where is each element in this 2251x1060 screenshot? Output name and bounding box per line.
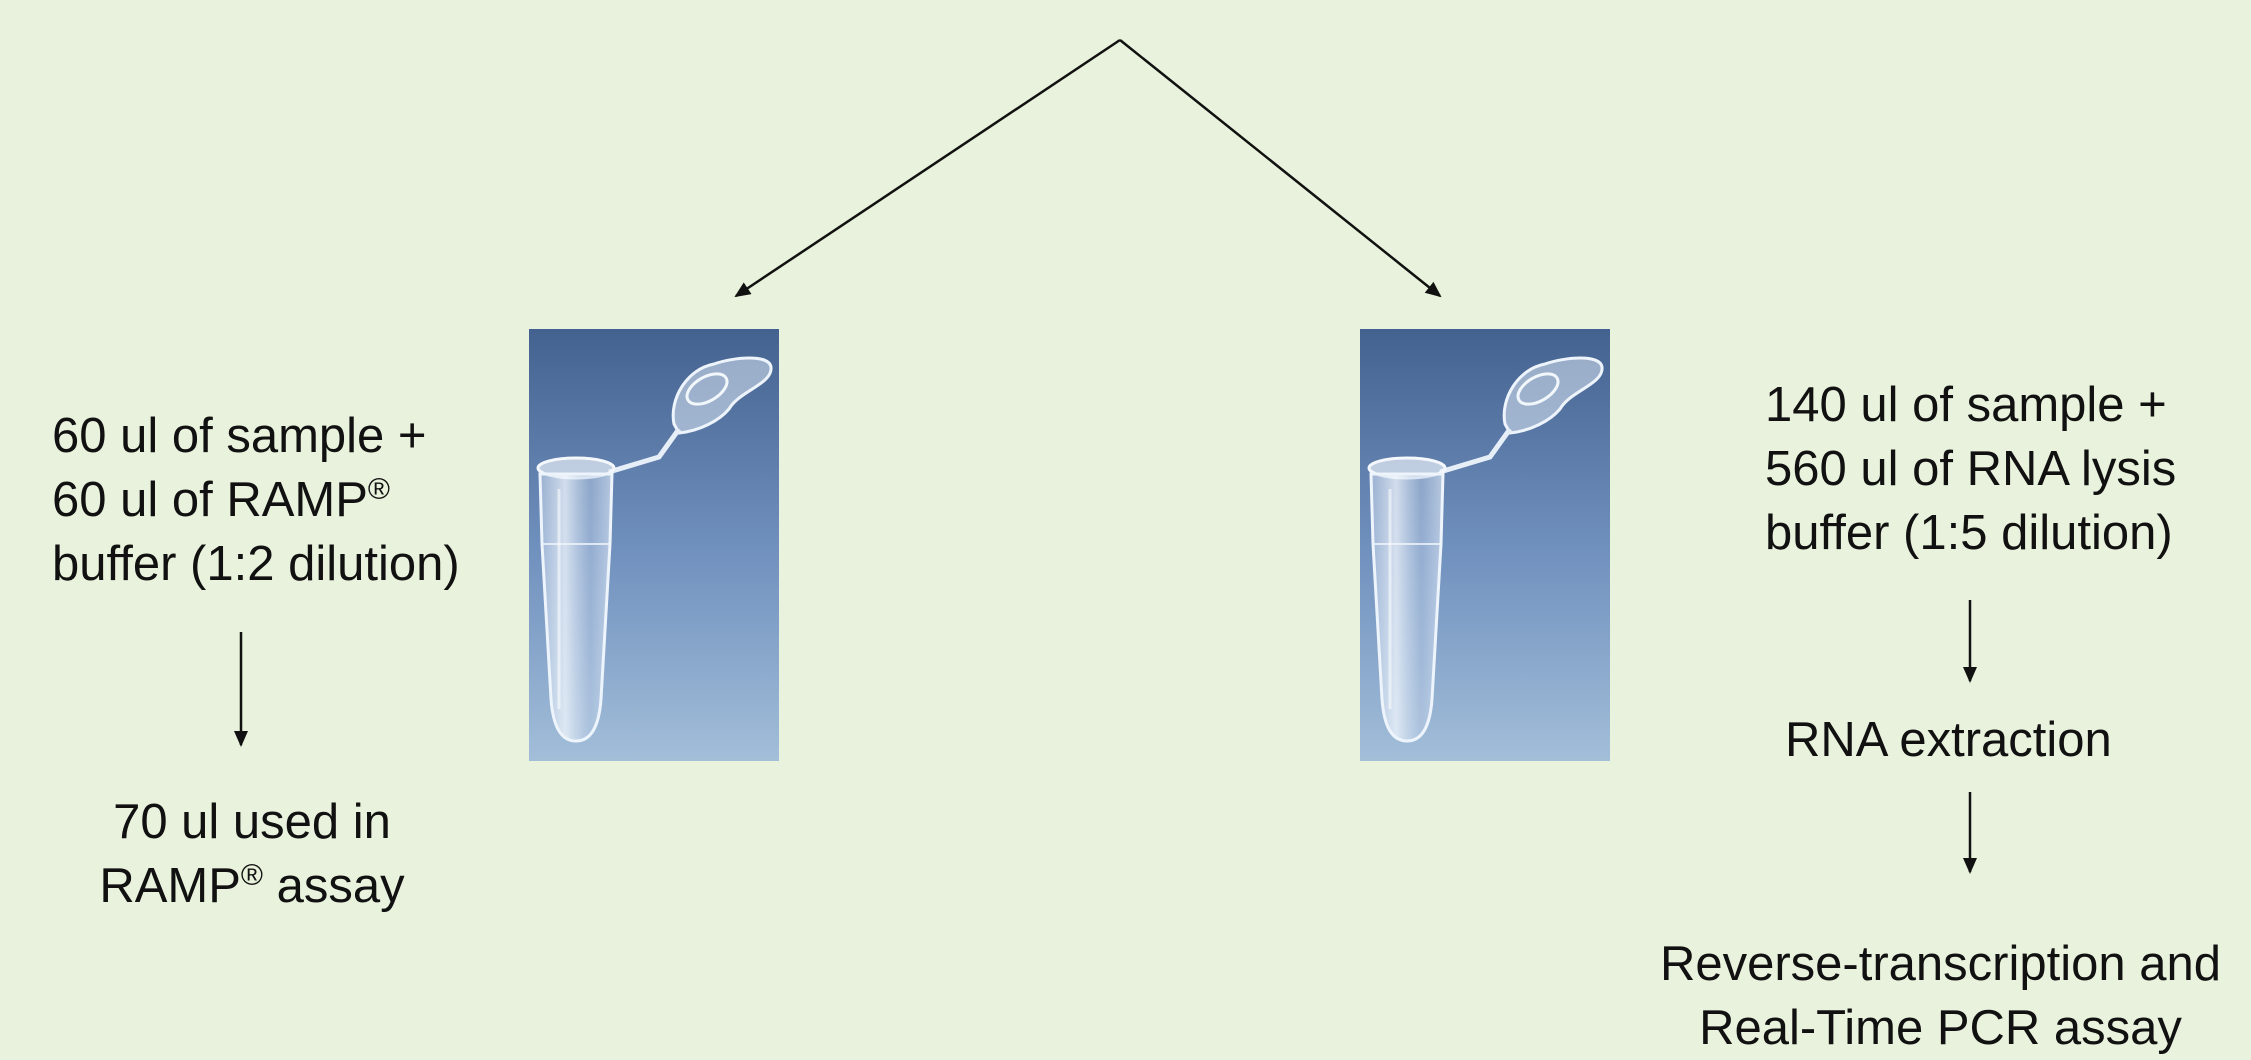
left-result-line2-prefix: RAMP [99, 859, 241, 913]
left-result-text: 70 ul used in RAMP® assay [52, 790, 452, 918]
left-sample-prep-line2: 60 ul of RAMP® [52, 468, 460, 532]
microcentrifuge-tube-photo-left [529, 329, 779, 761]
branch-arrow-left [736, 40, 1120, 296]
left-result-line2-suffix: assay [263, 859, 405, 913]
right-step2-label: RNA extraction [1785, 708, 2112, 772]
left-sample-prep-line2-text: 60 ul of RAMP [52, 473, 368, 527]
right-sample-prep-line3: buffer (1:5 dilution) [1765, 501, 2176, 565]
registered-mark: ® [368, 473, 390, 506]
right-step2-text: RNA extraction [1785, 708, 2112, 772]
right-sample-prep-text: 140 ul of sample + 560 ul of RNA lysis b… [1765, 373, 2176, 565]
right-sample-prep-line2: 560 ul of RNA lysis [1765, 437, 2176, 501]
right-step3-line2: Real-Time PCR assay [1630, 996, 2251, 1060]
left-sample-prep-line1: 60 ul of sample + [52, 404, 460, 468]
right-step3-line1: Reverse-transcription and [1630, 932, 2251, 996]
registered-mark: ® [241, 859, 263, 892]
left-result-line2: RAMP® assay [52, 854, 452, 918]
left-result-line1: 70 ul used in [52, 790, 452, 854]
microcentrifuge-tube-photo-right [1360, 329, 1610, 761]
right-step3-text: Reverse-transcription and Real-Time PCR … [1630, 932, 2251, 1060]
left-sample-prep-line3: buffer (1:2 dilution) [52, 532, 460, 596]
left-sample-prep-text: 60 ul of sample + 60 ul of RAMP® buffer … [52, 404, 460, 596]
branch-arrow-right [1120, 40, 1440, 296]
right-sample-prep-line1: 140 ul of sample + [1765, 373, 2176, 437]
